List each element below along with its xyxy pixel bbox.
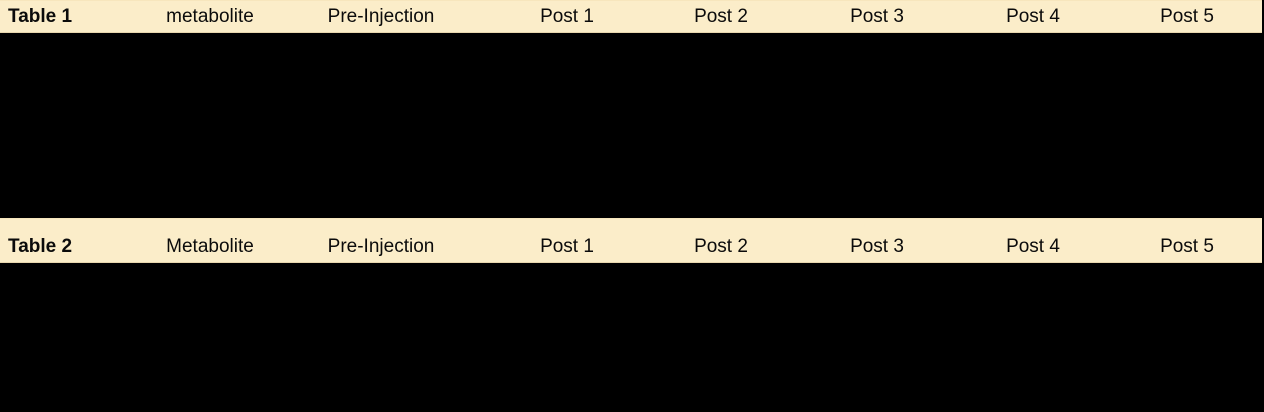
table-row [0,153,1262,183]
table-2-column-header-post-5: Post 5 [1160,236,1214,257]
table-2-column-header-post-1: Post 1 [540,236,594,257]
table-row [0,33,1262,63]
table-row [0,323,1262,353]
table-2-column-header-metabolite: Metabolite [166,236,254,257]
table-row [0,263,1262,293]
table-1-column-header-post-4: Post 4 [1006,6,1060,27]
table-row [0,93,1262,123]
table-1-column-header-post-2: Post 2 [694,6,748,27]
table-2-title: Table 2 [8,236,73,257]
table-row [0,63,1262,93]
table-row [0,353,1262,383]
table-row [0,293,1262,323]
table-1-body [0,33,1262,213]
table-row [0,183,1262,213]
table-1-column-header-post-3: Post 3 [850,6,904,27]
table-1-column-header-metabolite: metabolite [166,6,254,27]
table-row [0,123,1262,153]
table-1-column-header-post-1: Post 1 [540,6,594,27]
table-2-column-header-post-2: Post 2 [694,236,748,257]
table-2-column-header-post-4: Post 4 [1006,236,1060,257]
table-2: Table 2 Metabolite Pre-Injection Post 1 … [0,218,1262,406]
table-1-title: Table 1 [8,6,73,27]
table-1-header-row: Table 1 metabolite Pre-Injection Post 1 … [0,0,1262,33]
table-2-header-row: Table 2 Metabolite Pre-Injection Post 1 … [0,218,1262,263]
table-1-column-header-post-5: Post 5 [1160,6,1214,27]
table-2-column-header-post-3: Post 3 [850,236,904,257]
table-1: Table 1 metabolite Pre-Injection Post 1 … [0,0,1262,213]
table-2-body [0,263,1262,406]
table-1-column-header-pre-injection: Pre-Injection [327,6,435,27]
table-2-column-header-pre-injection: Pre-Injection [327,236,435,257]
